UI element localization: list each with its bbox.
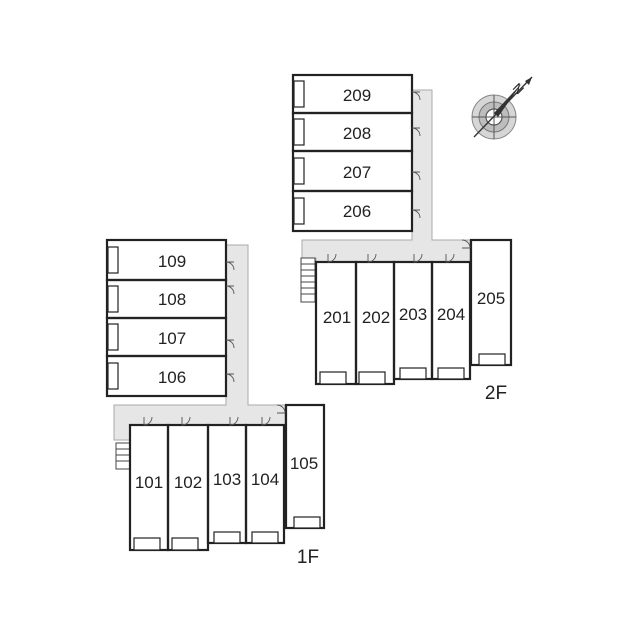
- room-108[interactable]: 108: [105, 278, 235, 320]
- room-number: 103: [213, 470, 241, 489]
- room-number: 105: [290, 454, 318, 473]
- corridor-2f: [301, 89, 471, 263]
- room-205[interactable]: 205: [461, 238, 513, 367]
- room-number: 102: [174, 473, 202, 492]
- room-number: 202: [362, 308, 390, 327]
- room-number: 203: [399, 305, 427, 324]
- room-109[interactable]: 109: [105, 238, 235, 282]
- room-202[interactable]: 202: [354, 253, 396, 386]
- room-number: 208: [343, 124, 371, 143]
- room-107[interactable]: 107: [105, 316, 235, 358]
- room-102[interactable]: 102: [166, 416, 210, 552]
- room-105[interactable]: 105: [276, 403, 326, 530]
- floor-label-1f: 1F: [297, 547, 319, 568]
- corridor-1f: [113, 244, 286, 441]
- room-number: 104: [251, 470, 279, 489]
- stairs-1f: [115, 442, 131, 470]
- room-104[interactable]: 104: [244, 416, 286, 545]
- room-number: 101: [135, 473, 163, 492]
- room-number: 205: [477, 289, 505, 308]
- floor-1f: 109 108 107 106 101: [105, 238, 326, 568]
- room-number: 107: [158, 329, 186, 348]
- floor-label-2f: 2F: [485, 383, 507, 404]
- compass-icon: N: [471, 76, 533, 140]
- stairs-2f: [300, 257, 316, 303]
- room-201[interactable]: 201: [314, 253, 358, 386]
- room-number: 201: [323, 308, 351, 327]
- room-106[interactable]: 106: [105, 354, 235, 398]
- room-number: 106: [158, 368, 186, 387]
- room-209[interactable]: 209: [291, 73, 421, 115]
- room-206[interactable]: 206: [291, 189, 421, 233]
- room-number: 207: [343, 163, 371, 182]
- room-208[interactable]: 208: [291, 111, 421, 153]
- room-103[interactable]: 103: [206, 416, 248, 545]
- room-number: 109: [158, 252, 186, 271]
- room-number: 206: [343, 202, 371, 221]
- floor-2f: 209 208 207 206 201: [291, 73, 513, 404]
- room-207[interactable]: 207: [291, 149, 421, 193]
- room-number: 108: [158, 290, 186, 309]
- room-203[interactable]: 203: [392, 253, 434, 381]
- room-101[interactable]: 101: [128, 416, 170, 552]
- room-number: 209: [343, 86, 371, 105]
- room-number: 204: [437, 305, 465, 324]
- room-204[interactable]: 204: [430, 253, 472, 381]
